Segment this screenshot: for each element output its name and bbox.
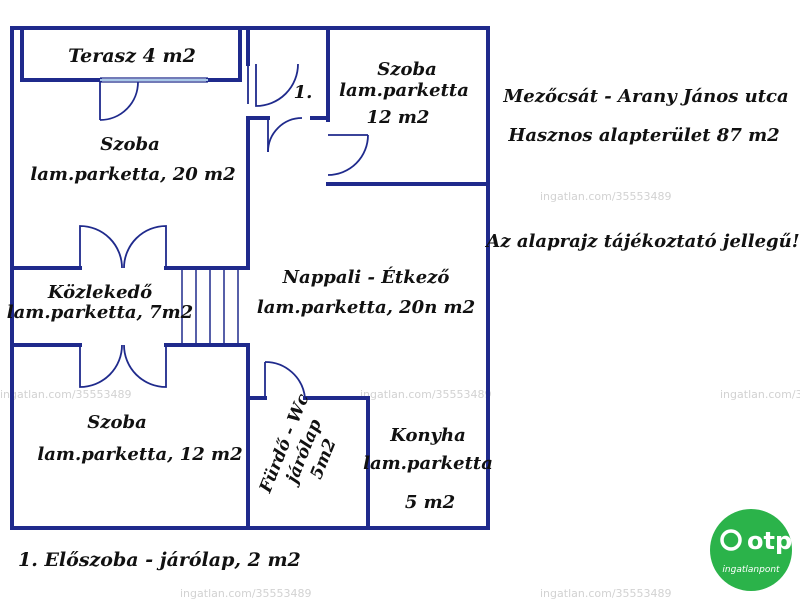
room-area: 5 m2 xyxy=(405,492,455,513)
door-arc xyxy=(123,225,167,269)
room-name: Nappali - Étkező xyxy=(282,265,450,288)
room-name: Szoba xyxy=(377,59,436,80)
legend-text: 1. Előszoba - járólap, 2 m2 xyxy=(18,549,301,571)
watermark-text: ingatlan.com/35553489 xyxy=(540,190,672,203)
door-arc xyxy=(255,63,299,107)
door-arc xyxy=(99,81,139,121)
room-name: Szoba xyxy=(100,134,159,155)
door-arc xyxy=(264,361,306,399)
doors xyxy=(79,63,369,399)
room-name: Konyha xyxy=(389,425,466,446)
watermark-text: ingatlan.com/35553489 xyxy=(540,587,672,600)
watermark-text: ingatlan.com/35553489 xyxy=(720,388,800,401)
door-arc xyxy=(267,117,303,153)
walls xyxy=(10,26,490,530)
terrace-label: Terasz 4 m2 xyxy=(68,45,196,67)
room-name: Közlekedő xyxy=(47,282,152,303)
disclaimer-text: Az alaprajz tájékoztató jellegű! xyxy=(484,231,799,252)
address-text: Mezőcsát - Arany János utca xyxy=(502,86,788,107)
stairs xyxy=(181,268,239,345)
room-detail: lam.parketta, 20n m2 xyxy=(257,297,475,318)
room-detail: lam.parketta, 12 m2 xyxy=(37,444,242,465)
logo-brand: otp xyxy=(747,527,792,555)
room-detail: lam.parketta, 20 m2 xyxy=(30,164,235,185)
bathroom-label-group: Fürdő - Wc járólap 5m2 xyxy=(255,391,340,497)
watermarks: ingatlan.com/35553489 ingatlan.com/35553… xyxy=(0,190,800,600)
room-area: 12 m2 xyxy=(367,107,430,128)
door-arc xyxy=(79,225,123,269)
watermark-text: ingatlan.com/35553489 xyxy=(360,388,492,401)
room-detail: lam.parketta, 7m2 xyxy=(7,302,193,323)
room-floor: lam.parketta xyxy=(363,453,493,474)
door-arc xyxy=(327,134,369,176)
room-name: Szoba xyxy=(87,412,146,433)
logo-subtext: ingatlanpont xyxy=(722,565,780,575)
area-text: Hasznos alapterület 87 m2 xyxy=(507,125,779,146)
watermark-text: ingatlan.com/35553489 xyxy=(0,388,132,401)
logo-ring-icon xyxy=(720,529,742,551)
door-arc xyxy=(79,344,123,388)
terrace-window xyxy=(100,77,208,83)
watermark-text: ingatlan.com/35553489 xyxy=(180,587,312,600)
hallway-marker: 1. xyxy=(294,82,313,103)
room-floor: lam.parketta xyxy=(339,80,469,101)
otp-logo: otp ingatlanpont xyxy=(710,509,792,591)
door-arc xyxy=(123,344,167,388)
